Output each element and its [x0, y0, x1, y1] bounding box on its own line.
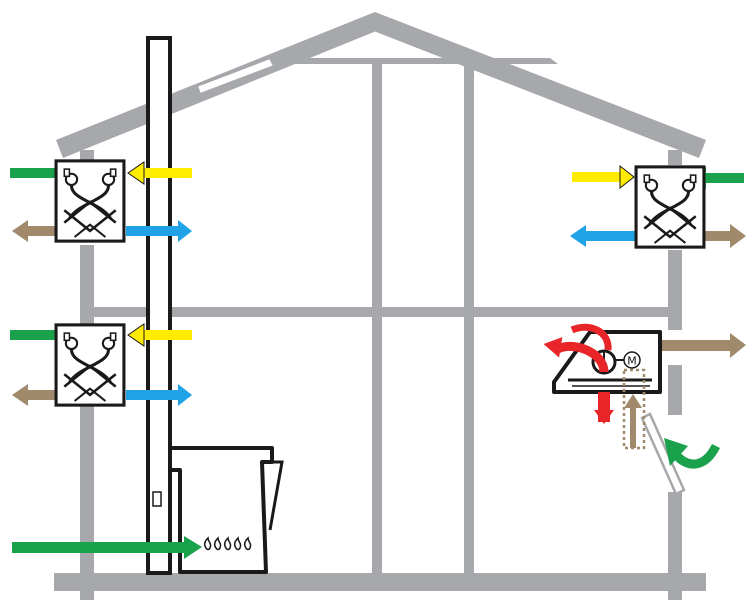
interior-wall-b — [464, 64, 474, 573]
stove-door — [268, 460, 284, 531]
curved-arrow-icon — [664, 438, 721, 469]
warm-air-arrow — [543, 323, 614, 424]
motor-label: M — [627, 355, 637, 368]
kitchen-hood: M — [543, 323, 662, 450]
right-wall-mid — [668, 250, 682, 330]
motor-icon: M — [615, 351, 641, 369]
house-structure — [54, 12, 706, 600]
airflow-arrows — [10, 161, 746, 559]
extract-air-arrow-upper-left — [126, 220, 192, 242]
chimney-door — [152, 491, 162, 507]
combustion-air-arrow — [12, 536, 202, 559]
chimney — [146, 36, 172, 575]
roof-beam — [262, 58, 558, 64]
fire-icon — [204, 536, 252, 551]
stove — [168, 446, 284, 574]
left-wall-mid — [80, 245, 94, 325]
hood-exhaust-arrow — [614, 333, 746, 358]
exhaust-air-arrow-lower-left — [12, 384, 60, 406]
wall-window — [640, 412, 686, 496]
heat-exchanger-icon — [54, 159, 126, 243]
make-up-air-arrow — [624, 394, 642, 448]
left-wall-lower — [80, 405, 94, 600]
ground-floor — [54, 573, 706, 591]
supply-air-arrow-right — [572, 164, 635, 190]
extract-air-arrow-lower-left — [126, 384, 192, 406]
roof-window — [195, 56, 276, 96]
supply-air-arrow-upper-left — [127, 161, 192, 185]
supply-air-arrow-lower-left — [127, 323, 192, 347]
interior-wall-a — [372, 64, 382, 573]
right-wall-upper — [668, 150, 682, 165]
heat-exchanger-icon — [54, 323, 126, 407]
exhaust-air-arrow-upper-left — [12, 220, 60, 242]
roof-right — [366, 12, 706, 158]
right-wall-lower — [668, 365, 682, 415]
exhaust-air-arrow-right — [704, 224, 746, 248]
heat-exchanger-icon — [634, 165, 706, 249]
extract-air-arrow-right — [570, 225, 636, 247]
